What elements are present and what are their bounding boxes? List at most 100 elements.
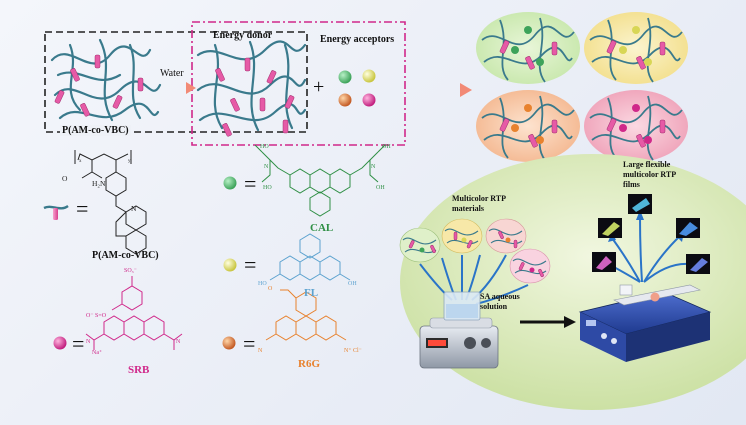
donor-rod bbox=[636, 134, 646, 148]
product-oval-yellow bbox=[584, 12, 688, 84]
donor-box bbox=[191, 21, 406, 146]
donor-rod bbox=[137, 77, 144, 92]
film-tile-1 bbox=[598, 218, 622, 238]
equals-sign-r6g: = bbox=[243, 331, 256, 356]
donor-rod bbox=[551, 41, 558, 56]
svg-text:HO: HO bbox=[258, 281, 267, 287]
cal-acceptor-dot bbox=[511, 46, 519, 54]
svg-text:x: x bbox=[79, 159, 82, 164]
films-line-3: films bbox=[623, 180, 640, 189]
films-label: Large flexible multicolor RTP films bbox=[623, 160, 676, 190]
equals-sign-cal: = bbox=[244, 171, 257, 196]
polymer-box bbox=[44, 31, 308, 133]
r6g-acceptor-dot bbox=[524, 104, 532, 112]
materials-line-1: Multicolor RTP bbox=[452, 194, 507, 203]
svg-text:OH: OH bbox=[382, 144, 391, 150]
fl-acceptor-dot bbox=[644, 58, 652, 66]
r6g-label: R6G bbox=[298, 358, 320, 370]
srb-ball-legend bbox=[53, 336, 67, 350]
product-oval-green bbox=[476, 12, 580, 84]
svg-text:N⁺ Cl⁻: N⁺ Cl⁻ bbox=[344, 347, 362, 354]
films-line-1: Large flexible bbox=[623, 160, 671, 169]
film-tile-5 bbox=[686, 254, 710, 274]
films-line-2: multicolor RTP bbox=[623, 170, 677, 179]
r6g-acceptor-dot bbox=[536, 136, 544, 144]
energy-donor-label: Energy donor bbox=[213, 30, 273, 41]
donor-rod bbox=[244, 57, 251, 72]
donor-rod bbox=[70, 68, 80, 82]
donor-rod bbox=[636, 56, 646, 70]
r6g-ball bbox=[338, 93, 352, 107]
cal-acceptor-dot bbox=[536, 58, 544, 66]
donor-rod bbox=[499, 40, 510, 54]
donor-rod bbox=[606, 40, 617, 54]
donor-chain-icon bbox=[43, 204, 69, 220]
donor-rod bbox=[453, 231, 458, 241]
svg-text:N: N bbox=[371, 164, 376, 170]
fl-ball-legend bbox=[223, 258, 237, 272]
donor-rod bbox=[54, 90, 65, 104]
equals-sign-polymer: = bbox=[76, 196, 89, 221]
donor-rod bbox=[606, 118, 617, 132]
o-atom: O bbox=[62, 174, 68, 183]
donor-rod bbox=[230, 98, 240, 112]
film-tile-3 bbox=[676, 218, 700, 238]
r6g-acceptor-dot bbox=[511, 124, 519, 132]
equals-sign-srb: = bbox=[72, 331, 85, 356]
sa-solution-label: SA aqueous solution bbox=[480, 292, 520, 312]
svg-text:N: N bbox=[86, 339, 91, 345]
svg-text:HO: HO bbox=[260, 144, 269, 150]
polymer-network-swollen bbox=[196, 40, 307, 132]
donor-rod bbox=[282, 119, 289, 134]
svg-text:SO₃⁻: SO₃⁻ bbox=[124, 268, 137, 274]
svg-text:OH: OH bbox=[376, 185, 385, 191]
polymer-network-dry bbox=[50, 38, 162, 122]
svg-text:N: N bbox=[264, 164, 269, 170]
r6g-structure bbox=[265, 289, 347, 341]
cal-label: CAL bbox=[310, 222, 334, 234]
product-oval-orange bbox=[476, 90, 580, 162]
donor-rod bbox=[284, 95, 295, 109]
fl-acceptor-dot bbox=[632, 26, 640, 34]
fl-label: FL bbox=[304, 287, 319, 299]
donor-rod bbox=[222, 123, 232, 137]
fl-acceptor-dot bbox=[619, 46, 627, 54]
donor-rod bbox=[513, 239, 518, 249]
fl-acceptor-dot bbox=[461, 237, 467, 243]
svg-text:Na⁺: Na⁺ bbox=[92, 349, 102, 356]
cal-structure bbox=[254, 144, 386, 217]
energy-acceptors-label: Energy acceptors bbox=[320, 34, 395, 45]
cal-ball-legend bbox=[223, 176, 237, 190]
donor-rod bbox=[408, 240, 415, 249]
cal-acceptor-dot bbox=[419, 247, 425, 253]
donor-rod bbox=[112, 95, 123, 109]
p-am-co-vbc-structure bbox=[74, 150, 147, 255]
svg-text:O: O bbox=[268, 286, 273, 292]
equals-sign-fl: = bbox=[244, 252, 257, 277]
srb-label: SRB bbox=[128, 364, 150, 376]
srb-acceptor-dot bbox=[632, 104, 640, 112]
n-atom: N bbox=[131, 204, 137, 213]
r6g-ball-legend bbox=[222, 336, 236, 350]
svg-text:N: N bbox=[176, 339, 181, 345]
svg-text:N: N bbox=[258, 348, 263, 354]
srb-acceptor-dot bbox=[529, 267, 535, 273]
srb-acceptor-dot bbox=[619, 124, 627, 132]
fl-structure bbox=[269, 233, 351, 281]
product-oval-pink bbox=[584, 90, 688, 162]
svg-text:O⁻ S=O: O⁻ S=O bbox=[86, 313, 107, 319]
srb-structure bbox=[85, 276, 183, 350]
srb-ball bbox=[362, 93, 376, 107]
materials-line-2: materials bbox=[452, 204, 484, 213]
donor-rod bbox=[80, 103, 90, 117]
srb-acceptor-dot bbox=[644, 136, 652, 144]
fl-ball bbox=[362, 69, 376, 83]
donor-rod bbox=[499, 118, 510, 132]
donor-rod bbox=[528, 134, 538, 148]
donor-rod bbox=[94, 54, 101, 69]
donor-rod bbox=[466, 240, 473, 249]
film-coater-device bbox=[578, 284, 712, 362]
donor-rod bbox=[266, 70, 277, 84]
donor-rod bbox=[215, 68, 225, 82]
